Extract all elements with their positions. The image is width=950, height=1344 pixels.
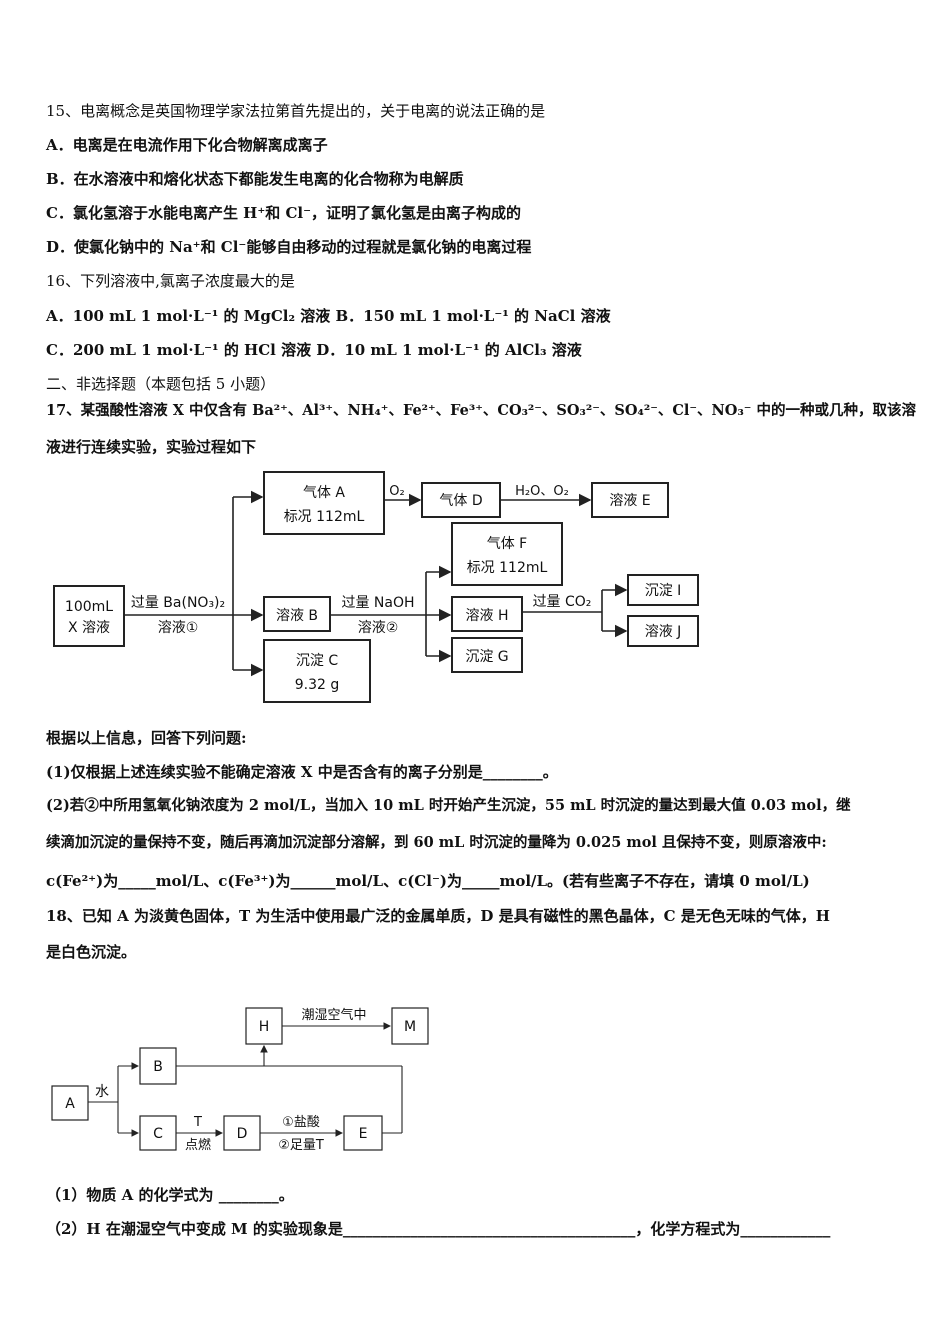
label-o2: O₂ — [389, 484, 404, 499]
label-precipitate-c-mass: 9.32 g — [295, 677, 340, 693]
label-t: T — [193, 1115, 202, 1130]
label-step2-solution: 溶液② — [358, 620, 399, 636]
box-solution-j — [627, 615, 699, 647]
q15-option-b: B．在水溶液中和熔化状态下都能发生电离的化合物称为电解质 — [46, 170, 464, 188]
q17-stem-line1: 17、某强酸性溶液 X 中仅含有 Ba²⁺、Al³⁺、NH₄⁺、Fe²⁺、Fe³… — [46, 402, 916, 419]
label-solution-e: 溶液 E — [609, 493, 650, 509]
label-excess-t: ②足量T — [278, 1138, 324, 1153]
label-m: M — [404, 1019, 416, 1035]
label-gas-a: 气体 A — [303, 485, 345, 501]
box-gas-f — [451, 522, 563, 586]
label-solution-b: 溶液 B — [276, 608, 318, 624]
box-e — [343, 1115, 383, 1151]
box-x-solution — [53, 585, 125, 647]
box-d — [223, 1115, 261, 1151]
box-b — [139, 1047, 177, 1085]
q18-part2: （2）H 在潮湿空气中变成 M 的实验现象是__________________… — [46, 1220, 831, 1238]
label-hcl: ①盐酸 — [282, 1115, 320, 1130]
box-precipitate-i — [627, 574, 699, 606]
q16-options-ab: A．100 mL 1 mol·L⁻¹ 的 MgCl₂ 溶液 B．150 mL 1… — [46, 307, 611, 325]
q17-part1: (1)仅根据上述连续实验不能确定溶液 X 中是否含有的离子分别是________… — [46, 763, 558, 781]
q17-part2-line1: (2)若②中所用氢氧化钠浓度为 2 mol/L，当加入 10 mL 时开始产生沉… — [46, 797, 851, 814]
label-gas-f-volume: 标况 112mL — [467, 560, 548, 576]
q16-stem: 16、下列溶液中,氯离子浓度最大的是 — [46, 272, 295, 290]
label-b: B — [153, 1059, 163, 1075]
box-a — [51, 1085, 89, 1121]
label-h2o-o2: H₂O、O₂ — [515, 484, 569, 499]
section-heading: 二、非选择题（本题包括 5 小题） — [46, 375, 276, 393]
q15-option-a: A．电离是在电流作用下化合物解离成离子 — [46, 136, 328, 154]
q17-flow-diagram: 100mL X 溶液 过量 Ba(NO₃)₂ 溶液① 气体 A 标况 112mL… — [53, 471, 699, 703]
label-gas-a-volume: 标况 112mL — [284, 509, 365, 525]
q15-option-c: C．氯化氢溶于水能电离产生 H⁺和 Cl⁻，证明了氯化氢是由离子构成的 — [46, 204, 522, 222]
box-precipitate-g — [451, 637, 523, 673]
q18-stem-line2: 是白色沉淀。 — [46, 943, 137, 961]
label-ignite: 点燃 — [185, 1137, 211, 1153]
label-step1-solution: 溶液① — [158, 620, 199, 636]
q17-part2-line2: 续滴加沉淀的量保持不变，随后再滴加沉淀部分溶解，到 60 mL 时沉淀的量降为 … — [46, 834, 827, 851]
label-water: 水 — [95, 1084, 109, 1100]
box-solution-e — [591, 482, 669, 518]
label-solution-h: 溶液 H — [466, 608, 509, 624]
box-gas-a — [263, 471, 385, 535]
label-co2: 过量 CO₂ — [533, 594, 592, 610]
label-humid-air: 潮湿空气中 — [301, 1007, 366, 1023]
label-gas-d: 气体 D — [439, 493, 482, 509]
q17-part2-line3: c(Fe²⁺)为_____mol/L、c(Fe³⁺)为______mol/L、c… — [46, 872, 810, 890]
label-precipitate-c: 沉淀 C — [296, 653, 338, 669]
box-solution-b — [263, 596, 331, 632]
q15-stem: 15、电离概念是英国物理学家法拉第首先提出的，关于电离的说法正确的是 — [46, 102, 546, 120]
q17-stem-line2: 液进行连续实验，实验过程如下 — [46, 438, 257, 456]
q18-part1: （1）物质 A 的化学式为 ________。 — [46, 1186, 294, 1204]
box-c — [139, 1115, 177, 1151]
label-h: H — [259, 1019, 270, 1035]
box-precipitate-c — [263, 639, 371, 703]
label-precipitate-g: 沉淀 G — [465, 649, 508, 665]
q18-flow-diagram: A 水 B C T 点燃 D ①盐酸 ②足量T E H 潮湿空气中 M — [51, 1007, 429, 1153]
q17-prompt: 根据以上信息，回答下列问题: — [46, 729, 247, 747]
label-x-line2: X 溶液 — [68, 620, 110, 636]
box-gas-d — [421, 482, 501, 518]
label-gas-f: 气体 F — [487, 536, 528, 552]
label-c: C — [153, 1126, 163, 1142]
label-a: A — [65, 1096, 75, 1112]
label-d: D — [237, 1126, 248, 1142]
q16-options-cd: C．200 mL 1 mol·L⁻¹ 的 HCl 溶液 D．10 mL 1 mo… — [46, 341, 582, 359]
box-m — [391, 1007, 429, 1045]
label-x-line1: 100mL — [65, 599, 113, 615]
label-precipitate-i: 沉淀 I — [645, 583, 682, 599]
q15-option-d: D．使氯化钠中的 Na⁺和 Cl⁻能够自由移动的过程就是氯化钠的电离过程 — [46, 238, 532, 256]
label-step2-reagent: 过量 NaOH — [341, 595, 414, 611]
label-e: E — [359, 1126, 368, 1142]
box-solution-h — [451, 596, 523, 632]
label-solution-j: 溶液 J — [645, 624, 682, 640]
label-step1-reagent: 过量 Ba(NO₃)₂ — [131, 595, 225, 611]
box-h — [245, 1007, 283, 1045]
q18-stem-line1: 18、已知 A 为淡黄色固体，T 为生活中使用最广泛的金属单质，D 是具有磁性的… — [46, 907, 830, 925]
